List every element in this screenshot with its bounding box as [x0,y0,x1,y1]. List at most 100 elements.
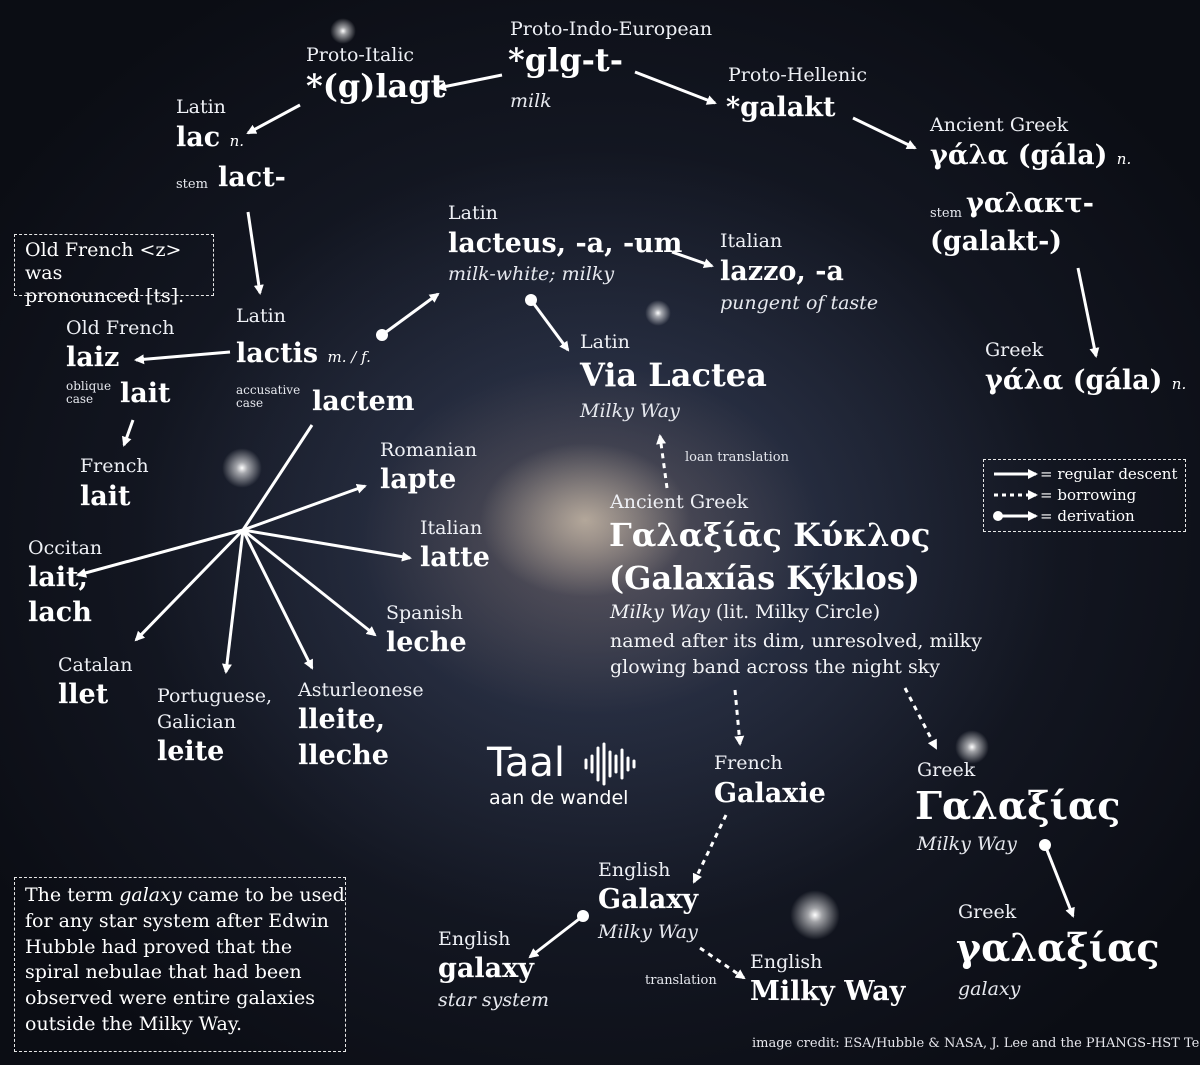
spanish-word: leche [386,627,467,658]
kyklos-note-1: named after its dim, unresolved, milky [610,630,982,652]
image-credit: image credit: ESA/Hubble & NASA, J. Lee … [752,1036,1200,1051]
english-milky-way-word: Milky Way [750,976,906,1007]
regular-descent-arrows [76,70,1100,674]
greek-galaxias-mw-lang: Greek [917,759,976,781]
french-lait-lang: French [80,455,149,477]
proto-hellenic-lang: Proto-Hellenic [728,64,867,86]
english-galaxy-mw-gloss: Milky Way [598,921,698,943]
arrow-italian [242,528,412,562]
pie-gloss: milk [510,90,552,112]
french-galaxie-word: Galaxie [714,778,826,809]
portuguese-lang-2: Galician [157,711,236,733]
portuguese-lang-1: Portuguese, [157,685,273,707]
arrow-catalan [134,528,245,642]
french-galaxie-lang: French [714,752,783,774]
via-lactea-gloss: Milky Way [580,400,680,422]
greek-gala-word: γάλα (gála) n. [985,365,1187,396]
derivation-arrows [376,292,1075,959]
legend-derivation: = derivation [1040,507,1135,525]
star [955,730,989,764]
occitan-lang: Occitan [28,537,103,559]
kyklos-gloss: Milky Way (lit. Milky Circle) [610,601,881,623]
borrowing-arrows [656,434,938,980]
latin-lactis-acc-label: accusative case [236,383,301,411]
occitan-word-1: lait, [28,562,88,593]
arrow-galaxy-galaxy [528,914,584,959]
spanish-lang: Spanish [386,602,463,624]
arrow-lacteus-lazzo [671,250,714,269]
translation-label: translation [645,973,717,988]
ancient-greek-stem-label: stem [930,206,962,221]
proto-italic-lang: Proto-Italic [306,44,415,66]
logo-subtitle: aan de wandel [489,787,629,809]
kyklos-translit: (Galaxíās Kýklos) [609,559,921,597]
arrow-galaxie-galaxy [692,814,728,884]
waveform-icon [584,742,636,786]
line-lactem-hub [241,424,314,531]
arrow-lact-lactis [246,211,264,295]
legend-borrowing: = borrowing [1040,486,1137,504]
old-french-word: laiz [66,342,120,373]
english-galaxy-mw-lang: English [598,859,671,881]
asturleonese-word-2: lleche [298,740,389,771]
greek-galaxias-mw-gloss: Milky Way [917,833,1017,855]
arrow-portuguese [221,529,245,674]
arrow-lactis-laiz [134,350,231,365]
occitan-word-2: lach [28,597,92,628]
latin-lac-lang: Latin [176,96,226,118]
italian-lazzo-lang: Italian [720,230,783,252]
ancient-greek-gala-word: γάλα (gála) n. [930,140,1132,171]
arrow-spanish [242,528,377,637]
arrow-proto-italic-latin [246,103,301,135]
romanian-word: lapte [380,464,457,495]
latin-lac-word: lac n. [176,122,245,153]
arrow-galakt-gala [1076,267,1100,358]
latin-lacteus-gloss: milk-white; milky [448,263,615,285]
arrow-galaxias-galaxias [1043,844,1075,918]
loan-translation-label: loan translation [685,450,789,465]
old-french-note: Old French <z> was pronounced [ts]. [14,234,214,307]
arrow-asturleonese [241,529,314,670]
english-milky-way-lang: English [750,951,823,973]
greek-galaxias-word: γαλαξίας [956,925,1160,970]
kyklos-note-2: glowing band across the night sky [610,656,940,678]
greek-galaxias-gloss: galaxy [958,978,1021,1000]
arrow-pie-proto-hellenic [634,70,717,105]
arrow-pie-proto-italic [436,73,503,92]
star [645,300,671,326]
proto-hellenic-word: *galakt [726,92,836,123]
via-lactea-lang: Latin [580,331,630,353]
kyklos-word: Γαλαξίᾱς Κύκλος [609,516,931,554]
arrow-kyklos-galaxias [903,687,938,750]
legend-arrows [993,469,1038,521]
italian-latte-lang: Italian [420,517,483,539]
arrow-lacteus-via-lactea [529,299,570,352]
arrow-lait-french [122,419,135,447]
arrow-kyklos-via-lactea [656,434,669,489]
old-french-lang: Old French [66,317,175,339]
greek-galaxias-lang: Greek [958,901,1017,923]
arrow-proto-hellenic-greek [852,116,917,150]
arrow-occitan [76,528,244,578]
proto-italic-word: *(g)lagt [306,67,446,105]
italian-lazzo-gloss: pungent of taste [720,292,879,314]
pie-lang: Proto-Indo-European [510,18,713,40]
asturleonese-word-1: lleite, [298,704,385,735]
star [330,18,356,44]
latin-lac-stem: lact- [218,162,286,193]
arrow-kyklos-galaxie [733,689,745,746]
old-french-oblique-label: oblique case [66,379,112,407]
catalan-lang: Catalan [58,654,133,676]
english-galaxy-mw-word: Galaxy [598,884,699,915]
star [222,448,262,488]
latin-lacteus-word: lacteus, -a, -um [448,228,683,259]
old-french-oblique: lait [120,378,171,409]
arrow-lactis-lacteus [381,292,440,337]
kyklos-lang: Ancient Greek [610,491,749,513]
italian-latte-word: latte [420,542,490,573]
greek-gala-lang: Greek [985,339,1044,361]
via-lactea-word: Via Lactea [580,356,767,394]
ancient-greek-stem-translit: (galakt-) [930,226,1063,257]
